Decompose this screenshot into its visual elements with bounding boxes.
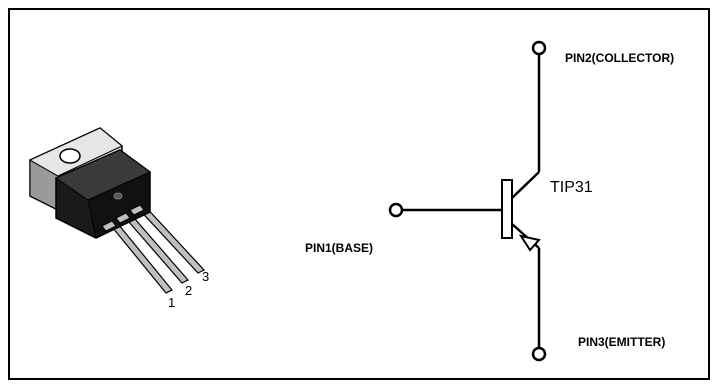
emitter-arrow-icon: [518, 234, 541, 252]
collector-terminal: [531, 40, 547, 56]
base-terminal: [388, 202, 404, 218]
pin-number-2: 2: [185, 283, 192, 298]
lead-shoulders: [101, 204, 145, 232]
to220-package-illustration: 1 2 3: [28, 127, 209, 310]
mounting-hole: [59, 148, 81, 164]
pin-number-1: 1: [168, 295, 175, 310]
emitter-terminal: [531, 346, 547, 362]
collector-diagonal: [511, 171, 540, 199]
package-body-bevel: [87, 171, 151, 239]
pin-number-3: 3: [202, 269, 209, 284]
package-marking-dot: [113, 192, 123, 200]
collector-pin-label: PIN2(COLLECTOR): [565, 51, 674, 65]
npn-transistor-symbol: [388, 40, 547, 362]
emitter-pin-label: PIN3(EMITTER): [578, 335, 665, 349]
part-number-label: TIP31: [550, 179, 593, 196]
base-pin-label: PIN1(BASE): [305, 241, 373, 255]
base-bar: [501, 179, 513, 239]
